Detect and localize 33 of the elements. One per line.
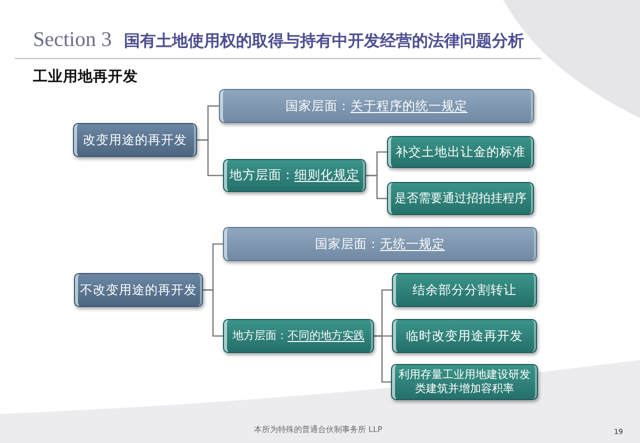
underlined-text: 不同的地方实践 [288, 328, 364, 344]
connector-line [366, 174, 387, 200]
label-text: 不改变用途的再开发 [80, 282, 197, 298]
connector-line [197, 139, 223, 176]
footer-note: 本所为特殊的普通合伙制事务所 LLP [254, 424, 382, 435]
item-box [392, 319, 537, 353]
underlined-text: 无统一规定 [380, 236, 445, 252]
label-text: 是否需要通过招拍挂程序 [394, 190, 526, 206]
underlined-text: 细则化规定 [294, 167, 360, 184]
item-box [387, 182, 534, 215]
level-box [223, 159, 366, 192]
label-text: 利用存量工业用地建设研发类建筑并增加容积率 [398, 368, 532, 396]
connector-line [374, 335, 391, 383]
label-text: 地方层面： [230, 167, 294, 184]
label-text: 补交土地出让金的标准 [396, 144, 526, 160]
level-box [219, 89, 534, 123]
item-box [391, 364, 538, 400]
level-box [223, 227, 537, 261]
label-text: 地方层面： [232, 328, 288, 344]
category-box [73, 123, 197, 157]
connector-line [203, 289, 223, 337]
label-text: 国家层面： [286, 98, 350, 114]
underlined-text: 关于程序的统一规定 [350, 98, 468, 114]
label-text: 国家层面： [315, 236, 380, 252]
slide-title: Section 3 国有土地使用权的取得与持有中开发经营的法律问题分析 [33, 27, 524, 53]
item-box [392, 273, 537, 307]
section-heading: 工业用地再开发 [33, 68, 138, 86]
category-box [74, 273, 203, 307]
label-text: 改变用途的再开发 [83, 132, 187, 148]
item-box [387, 136, 534, 168]
label-text: 结余部分分割转让 [412, 282, 516, 298]
level-box [223, 319, 374, 353]
label-text: 临时改变用途再开发 [406, 328, 523, 344]
